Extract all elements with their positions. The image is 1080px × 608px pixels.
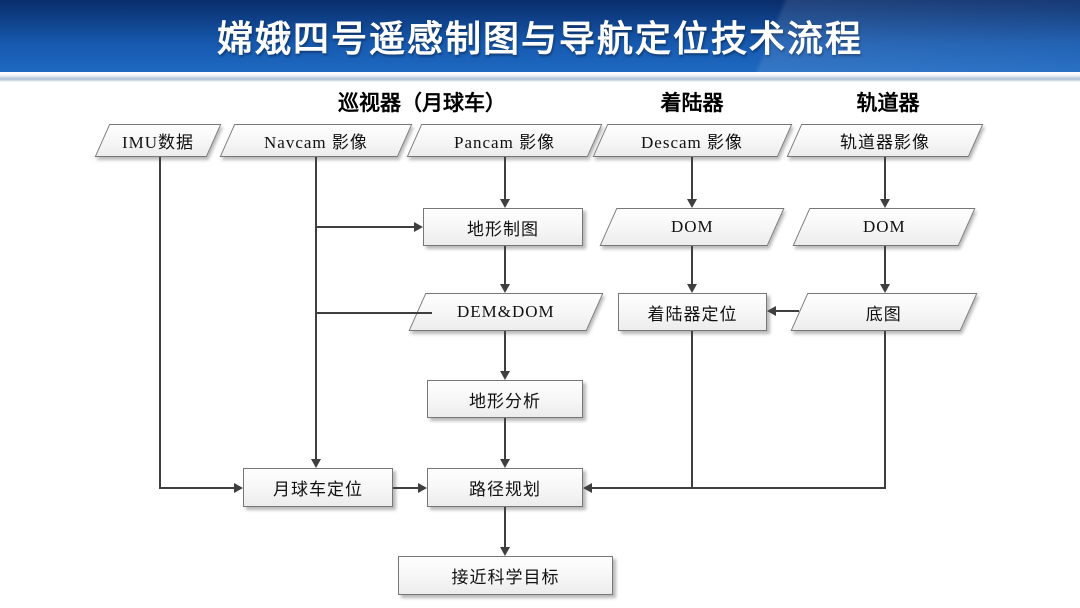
node-path-planning-label: 路径规划 xyxy=(469,480,541,499)
node-dom-orbiter: DOM xyxy=(792,208,976,246)
node-lander-localization-label: 着陆器定位 xyxy=(647,304,738,324)
banner-bottom-strip xyxy=(0,72,1080,82)
title-banner: 嫦娥四号遥感制图与导航定位技术流程 xyxy=(0,0,1080,72)
node-dem-dom-label: DEM&DOM xyxy=(457,302,555,321)
node-lander-localization: 着陆器定位 xyxy=(618,293,767,331)
page-title: 嫦娥四号遥感制图与导航定位技术流程 xyxy=(216,18,863,59)
column-header-orbiter: 轨道器 xyxy=(856,92,920,115)
connector-dom-to-lander-localization xyxy=(691,246,693,284)
connector-navcam-down xyxy=(315,157,317,459)
connector-imu-to-rover-localization xyxy=(159,487,234,489)
arrowhead-into-approach-target-top xyxy=(500,547,510,556)
arrowhead-into-lander-localization-right xyxy=(767,306,776,316)
node-path-planning: 路径规划 xyxy=(427,468,583,507)
connector-dom-to-basemap xyxy=(884,246,886,284)
node-rover-localization-label: 月球车定位 xyxy=(273,480,363,499)
connector-basemap-to-lander-localization xyxy=(776,310,799,312)
connector-orbiter-image-to-dom xyxy=(884,157,886,199)
node-terrain-analysis: 地形分析 xyxy=(427,380,583,418)
node-basemap-label: 底图 xyxy=(866,304,902,324)
arrowhead-into-path-planning-right xyxy=(583,483,592,493)
column-header-lander: 着陆器 xyxy=(660,92,724,115)
connector-rover-localization-to-path-planning xyxy=(393,487,418,489)
arrowhead-into-terrain-mapping-left xyxy=(414,222,423,232)
node-descam-image: Descam 影像 xyxy=(592,124,793,157)
connector-dem-dom-to-terrain-analysis xyxy=(504,331,506,371)
connector-descam-to-dom xyxy=(691,157,693,199)
node-dom-lander-label: DOM xyxy=(670,217,714,236)
connector-collector-to-path-planning xyxy=(592,487,886,489)
node-navcam-image: Navcam 影像 xyxy=(219,124,413,157)
node-pancam-image: Pancam 影像 xyxy=(406,124,603,157)
node-terrain-analysis-label: 地形分析 xyxy=(469,391,541,411)
connector-lander-localization-down xyxy=(691,331,693,489)
node-dom-lander: DOM xyxy=(599,208,785,246)
arrowhead-into-rover-localization-top xyxy=(311,459,321,468)
node-descam-image-label: Descam 影像 xyxy=(641,133,744,152)
node-navcam-image-label: Navcam 影像 xyxy=(264,133,368,152)
column-header-rover: 巡视器（月球车） xyxy=(338,92,506,115)
arrowhead-into-dem-dom-top xyxy=(500,284,510,293)
node-basemap: 底图 xyxy=(790,293,978,331)
connector-dem-dom-to-navcam-line xyxy=(315,312,432,314)
connector-basemap-down xyxy=(884,331,886,489)
arrowhead-into-path-planning-left xyxy=(418,483,427,493)
node-approach-science-target: 接近科学目标 xyxy=(398,556,613,595)
arrowhead-into-terrain-analysis-top xyxy=(500,371,510,380)
node-pancam-image-label: Pancam 影像 xyxy=(453,133,556,152)
node-orbiter-image: 轨道器影像 xyxy=(786,124,984,157)
arrowhead-into-path-planning-top xyxy=(500,459,510,468)
arrowhead-into-dom-orbiter-top xyxy=(880,199,890,208)
connector-pancam-to-terrain-mapping xyxy=(504,157,506,199)
node-imu-data: IMU数据 xyxy=(94,124,222,157)
connector-terrain-mapping-to-dem-dom xyxy=(504,246,506,284)
arrowhead-into-lander-localization-top xyxy=(687,284,697,293)
arrowhead-into-rover-localization-left xyxy=(234,483,243,493)
node-terrain-mapping: 地形制图 xyxy=(423,208,583,246)
connector-path-planning-to-approach-target xyxy=(504,507,506,547)
connector-imu-down xyxy=(159,157,161,489)
arrowhead-into-basemap-top xyxy=(880,284,890,293)
arrowhead-into-terrain-mapping-top xyxy=(500,199,510,208)
connector-navcam-to-terrain-mapping xyxy=(315,226,414,228)
node-orbiter-image-label: 轨道器影像 xyxy=(840,133,930,152)
arrowhead-into-dom-lander-top xyxy=(687,199,697,208)
node-rover-localization: 月球车定位 xyxy=(243,468,393,507)
node-imu-data-label: IMU数据 xyxy=(121,133,195,152)
node-dom-orbiter-label: DOM xyxy=(862,217,906,236)
connector-terrain-analysis-to-path-planning xyxy=(504,418,506,459)
node-terrain-mapping-label: 地形制图 xyxy=(467,219,539,239)
node-approach-science-target-label: 接近科学目标 xyxy=(451,568,560,587)
node-dem-dom: DEM&DOM xyxy=(408,293,604,331)
